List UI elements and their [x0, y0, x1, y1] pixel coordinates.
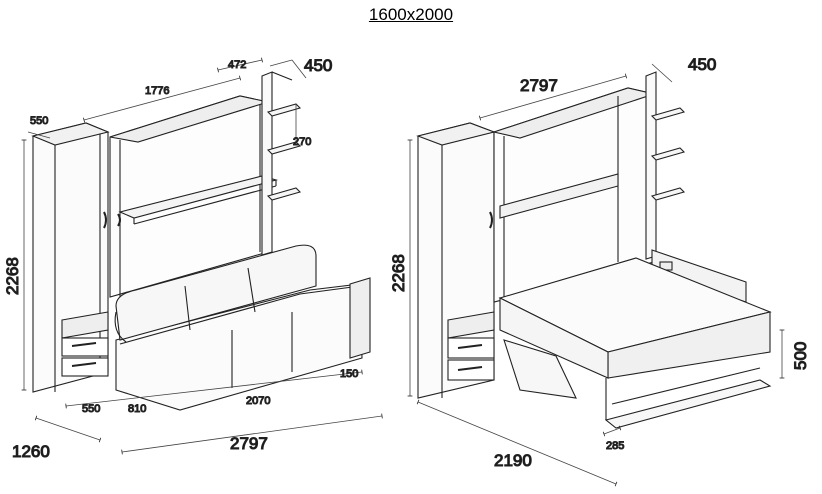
left-view: 1776 472 450 550 270 2268 550 810 2070 1…	[2, 55, 383, 462]
right-wardrobe	[416, 122, 496, 399]
dim-height: 2268	[3, 257, 22, 295]
dim-height: 2268	[389, 254, 408, 292]
dim-side-depth: 550	[30, 115, 48, 127]
dim-bed-height: 500	[791, 342, 810, 370]
dim-shelf-depth: 450	[688, 55, 716, 74]
dim-shelf-depth: 450	[304, 56, 332, 75]
right-dimensions	[407, 63, 785, 487]
dim-base-side: 150	[340, 368, 358, 380]
dim-base-wardrobe: 550	[82, 403, 100, 415]
dim-shelf-spacing: 270	[293, 136, 311, 148]
right-open-bed	[498, 257, 772, 429]
dim-top-width: 2797	[520, 76, 558, 95]
drawing-title: 1600x2000	[368, 5, 454, 24]
left-wardrobe	[31, 122, 110, 393]
dim-top-depth: 472	[228, 59, 246, 71]
right-shelving	[645, 71, 747, 303]
left-shelving	[261, 71, 302, 256]
dim-total-depth: 2190	[494, 451, 532, 470]
dim-base-gap: 810	[128, 403, 146, 415]
dim-bed-offset: 285	[606, 440, 624, 452]
right-view: 2797 450 2268 500 285 2190	[388, 54, 811, 487]
dim-base-sofa: 2070	[246, 395, 270, 407]
left-dimensions	[21, 57, 383, 455]
dim-total-depth: 1260	[12, 442, 50, 461]
dim-top-width: 1776	[145, 85, 169, 97]
dim-total-width: 2797	[230, 434, 268, 453]
